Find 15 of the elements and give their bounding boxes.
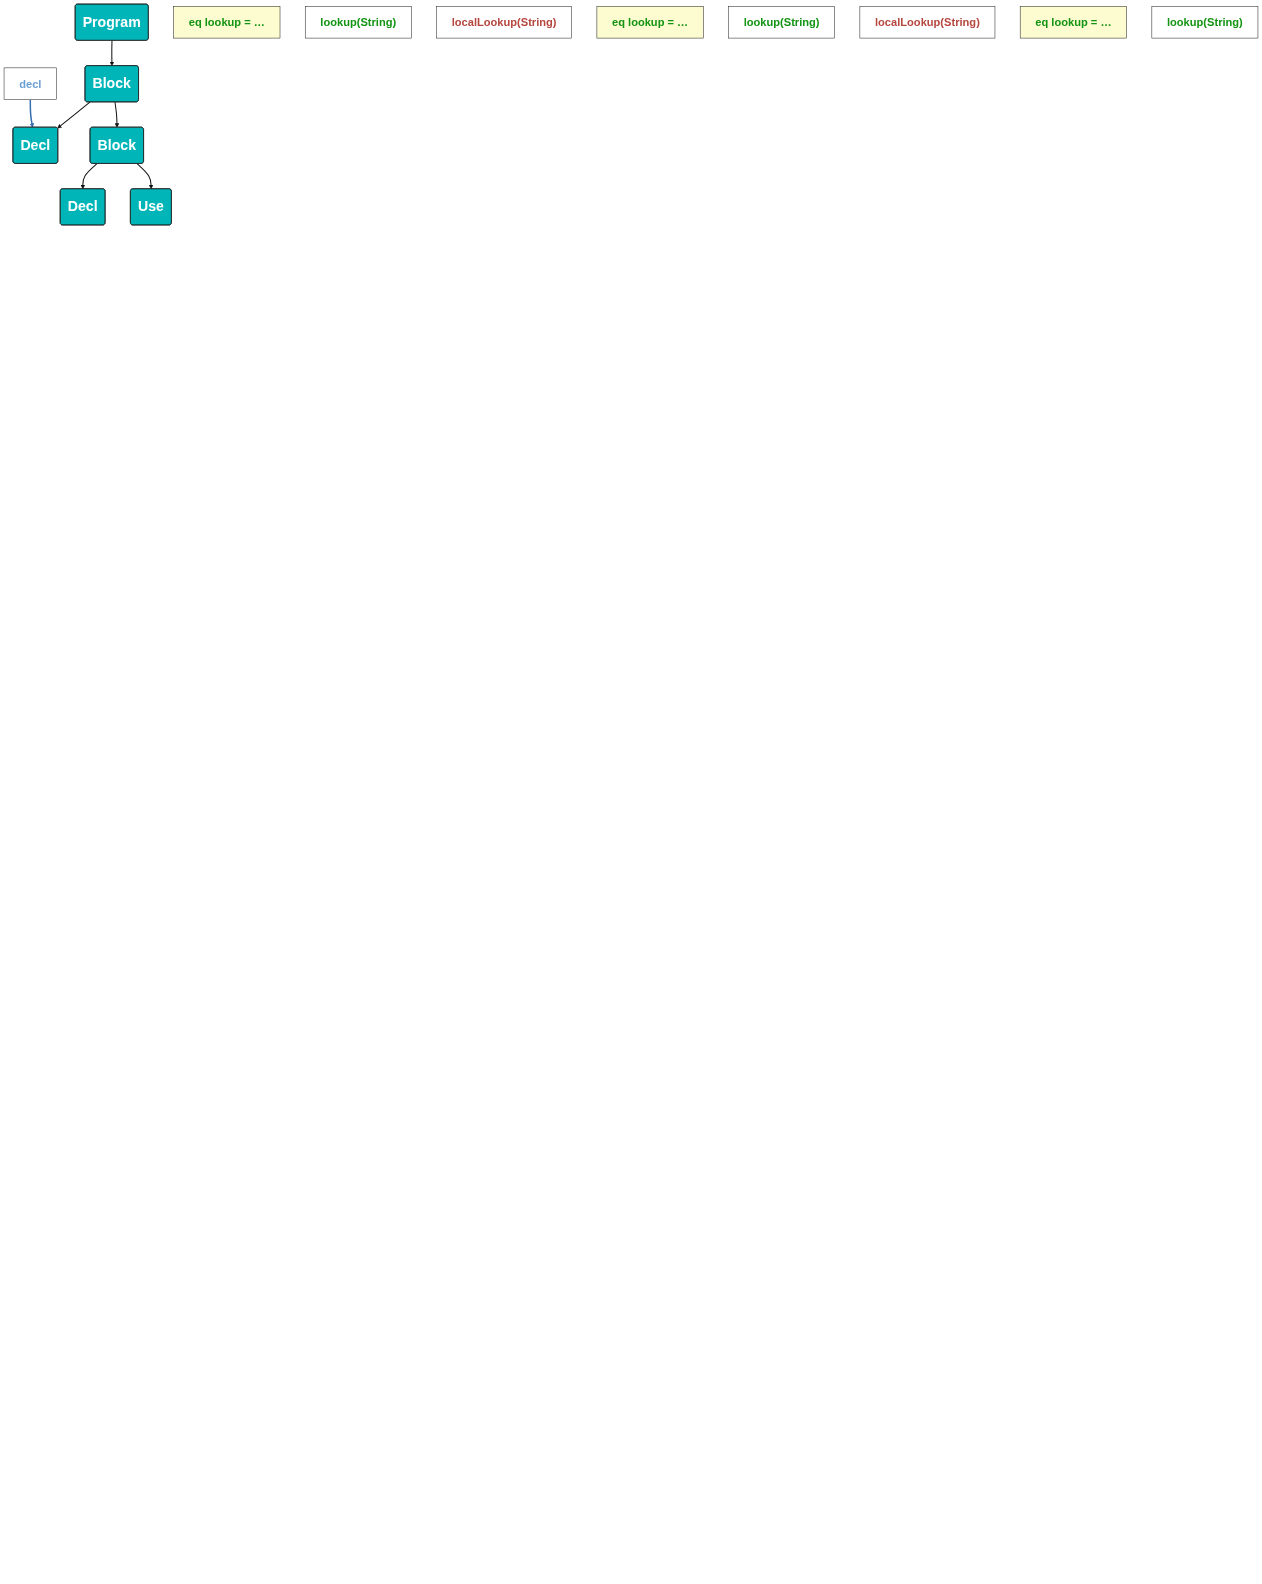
node-box: eq lookup = … bbox=[1019, 6, 1127, 39]
arrow bbox=[29, 98, 35, 128]
arrow bbox=[57, 101, 91, 129]
arrow bbox=[136, 163, 154, 190]
node-box: lookup(String) bbox=[728, 6, 835, 39]
node-box: eq lookup = … bbox=[173, 6, 281, 39]
node-box: lookup(String) bbox=[305, 6, 412, 39]
node-box: eq lookup = … bbox=[596, 6, 704, 39]
node-box: decl bbox=[3, 67, 57, 100]
node-box: lookup(String) bbox=[1151, 6, 1259, 39]
arrow bbox=[114, 101, 120, 128]
arrow bbox=[80, 163, 98, 190]
node-box: localLookup(String) bbox=[436, 6, 572, 39]
arrow bbox=[109, 40, 115, 67]
node-box: localLookup(String) bbox=[859, 6, 996, 39]
